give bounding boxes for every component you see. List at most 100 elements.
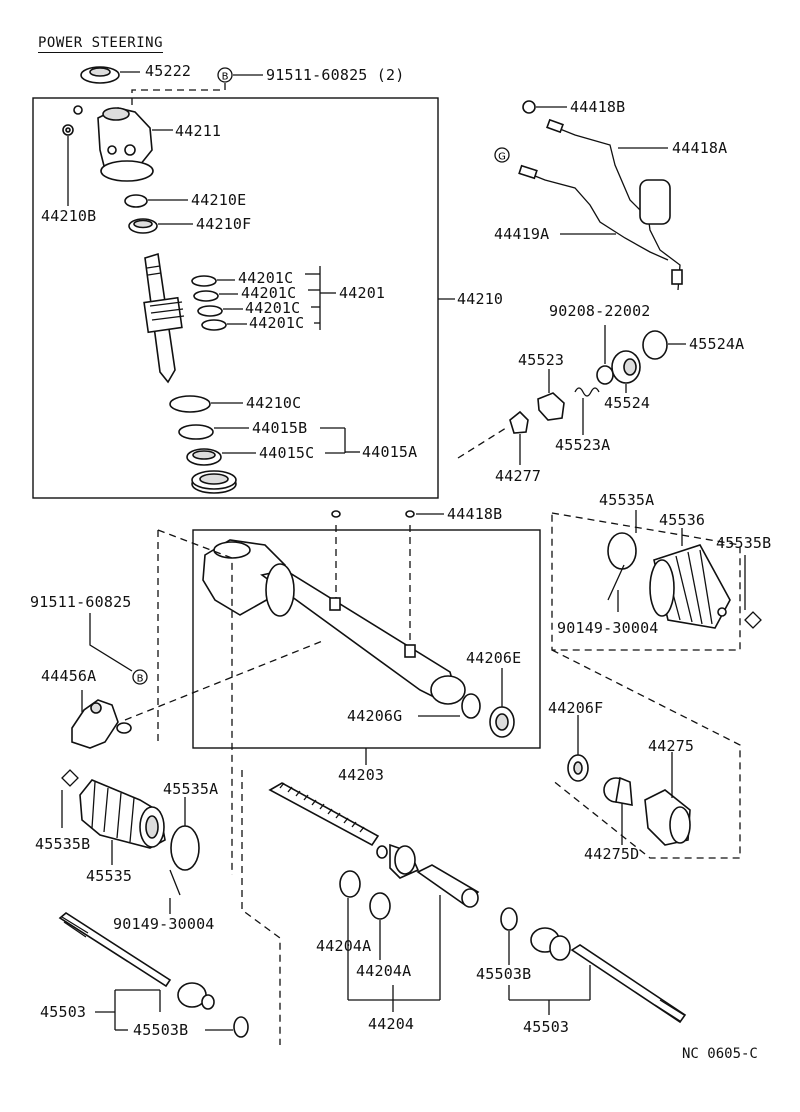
part-44210e-seal xyxy=(124,194,188,208)
label-45524a: 45524A xyxy=(689,335,745,353)
label-44206e: 44206E xyxy=(466,649,522,667)
label-45535b-right: 45535B xyxy=(716,534,772,552)
label-44210: 44210 xyxy=(457,290,504,308)
label-45535a-right: 45535A xyxy=(599,491,655,509)
bolt-marker-b-top: B xyxy=(131,67,263,110)
part-45535b-clip-left xyxy=(61,769,79,828)
part-44418a-pressure-tube xyxy=(546,118,683,291)
label-44201c-2: 44201C xyxy=(241,284,297,302)
part-44206f-bushing xyxy=(567,715,589,782)
label-44201: 44201 xyxy=(339,284,386,302)
label-44015b: 44015B xyxy=(252,419,308,437)
label-44418a: 44418A xyxy=(672,139,728,157)
part-45503-tie-rod-left xyxy=(58,912,215,1031)
part-90149-screw-right xyxy=(607,564,625,612)
label-45523: 45523 xyxy=(518,351,565,369)
label-44204a-1: 44204A xyxy=(316,937,372,955)
label-44201c-3: 44201C xyxy=(245,299,301,317)
part-44419a-return-tube xyxy=(518,164,669,261)
part-44275d-collar xyxy=(603,776,633,845)
part-44277-seal xyxy=(457,410,529,465)
part-44204-rack xyxy=(268,782,480,1012)
part-44206g-ring xyxy=(418,693,481,719)
label-45503-left: 45503 xyxy=(40,1003,87,1021)
label-45535a-left: 45535A xyxy=(163,780,219,798)
label-45523a: 45523A xyxy=(555,436,611,454)
part-45503-tie-rod-right xyxy=(508,927,687,1024)
part-45535-boot-left xyxy=(79,779,166,865)
label-90149-left: 90149-30004 xyxy=(113,915,215,933)
part-90149-screw-left xyxy=(169,869,181,914)
part-44211-valve-housing xyxy=(97,107,173,182)
part-90208-washer xyxy=(596,325,614,385)
page-title: POWER STEERING xyxy=(38,35,164,53)
label-44419a: 44419A xyxy=(494,225,550,243)
part-44210b-nuts xyxy=(62,105,83,206)
label-90149-right: 90149-30004 xyxy=(557,619,659,637)
svg-text:B: B xyxy=(222,72,229,83)
part-44418b-union-top xyxy=(522,100,567,114)
part-44203-rack-housing xyxy=(202,525,466,765)
part-44210f-seal xyxy=(128,218,193,234)
part-44201c-rings xyxy=(191,266,336,331)
label-44210e: 44210E xyxy=(191,191,247,209)
part-45524a-ring xyxy=(642,330,686,360)
label-44015c: 44015C xyxy=(259,444,315,462)
part-45523-yoke xyxy=(537,369,565,421)
part-45535b-clip-right xyxy=(744,555,762,629)
label-45503b-left: 45503B xyxy=(133,1021,189,1039)
right-zone-outline xyxy=(551,512,741,651)
part-44418b-union-mid xyxy=(331,510,444,518)
label-44275d: 44275D xyxy=(584,845,640,863)
label-45535: 45535 xyxy=(86,867,133,885)
label-44203: 44203 xyxy=(338,766,385,784)
label-44277: 44277 xyxy=(495,467,542,485)
part-45523a-spring xyxy=(574,387,600,435)
label-44418b-mid: 44418B xyxy=(447,505,503,523)
valve-assembly-box xyxy=(32,97,439,499)
label-91511-left: 91511-60825 xyxy=(30,593,132,611)
part-45503b-nut-left xyxy=(205,1016,249,1038)
label-44210f: 44210F xyxy=(196,215,252,233)
label-44206f: 44206F xyxy=(548,699,604,717)
label-45524: 45524 xyxy=(604,394,651,412)
left-zone-outline xyxy=(157,529,233,875)
part-45524-plug xyxy=(611,350,641,393)
part-44015-bearing-set xyxy=(178,424,360,494)
part-44418b-marker-g: G xyxy=(494,147,510,163)
part-44206e-bushing xyxy=(489,668,515,738)
label-45503b-right: 45503B xyxy=(476,965,532,983)
marker-b-left: B xyxy=(89,613,148,685)
label-44015a: 44015A xyxy=(362,443,418,461)
part-44275-boot xyxy=(644,752,691,846)
part-45536-boot-right xyxy=(649,528,731,629)
label-44204a-2: 44204A xyxy=(356,962,412,980)
label-44201c-1: 44201C xyxy=(238,269,294,287)
svg-text:B: B xyxy=(137,674,144,685)
label-44275: 44275 xyxy=(648,737,695,755)
label-45535b-left: 45535B xyxy=(35,835,91,853)
label-44210c: 44210C xyxy=(246,394,302,412)
diagram-code: NC 0605-C xyxy=(682,1046,758,1062)
label-90208: 90208-22002 xyxy=(549,302,651,320)
part-45503b-nut-right xyxy=(500,907,518,965)
label-44201c-4: 44201C xyxy=(249,314,305,332)
part-44456a-bracket xyxy=(71,639,326,749)
part-44204a-rings xyxy=(339,870,393,1001)
label-44418b-top: 44418B xyxy=(570,98,626,116)
label-45536: 45536 xyxy=(659,511,706,529)
label-44204: 44204 xyxy=(368,1015,415,1033)
part-45535a-clamp-left xyxy=(170,797,200,871)
part-44201-pinion-shaft xyxy=(143,252,185,384)
label-44456a: 44456A xyxy=(41,667,97,685)
label-91511-top: 91511-60825 (2) xyxy=(266,66,405,84)
part-44210c-ring xyxy=(169,395,243,413)
label-44210b: 44210B xyxy=(41,207,97,225)
label-44211: 44211 xyxy=(175,122,222,140)
part-45222-dust-cap xyxy=(80,66,140,84)
label-45222: 45222 xyxy=(145,62,192,80)
label-44206g: 44206G xyxy=(347,707,403,725)
svg-text:G: G xyxy=(498,152,506,163)
label-45503-right: 45503 xyxy=(523,1018,570,1036)
